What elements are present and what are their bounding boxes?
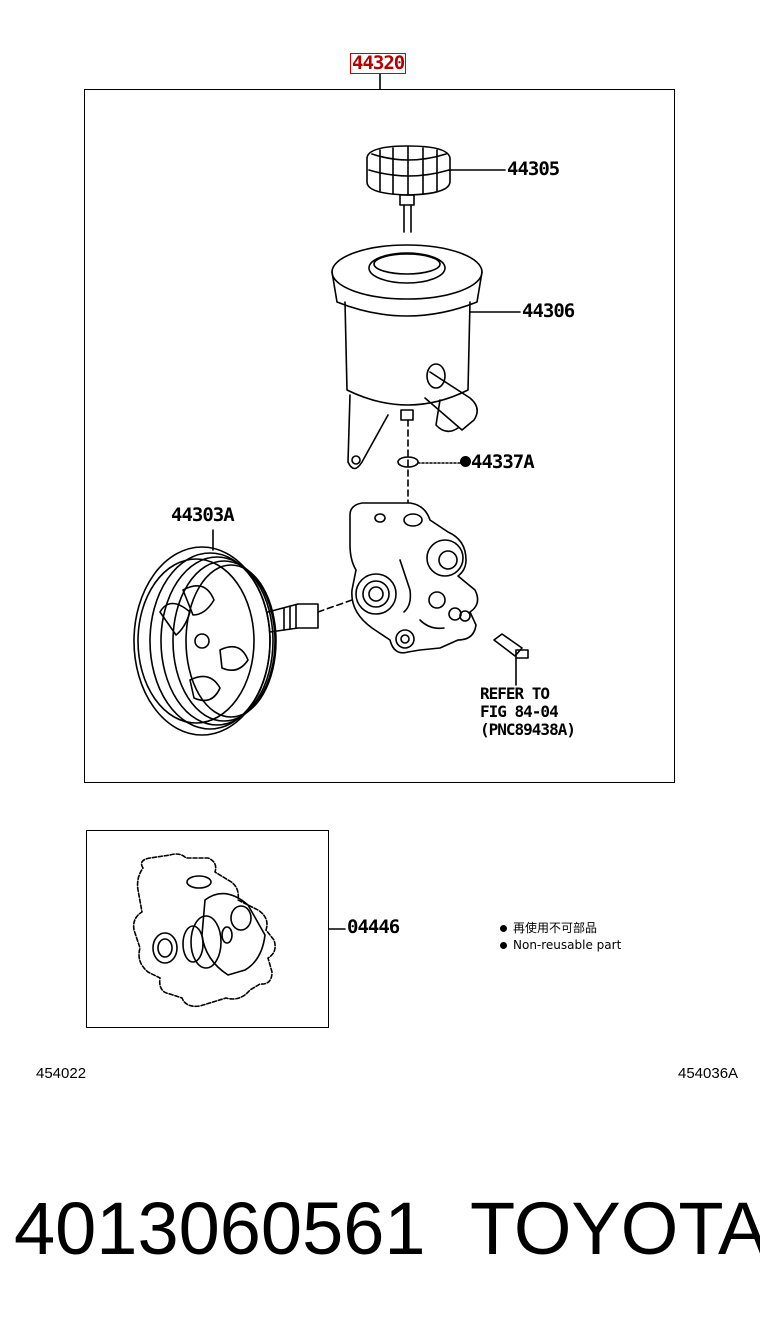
reservoir-part-number[interactable]: 44306: [522, 300, 575, 322]
legend-japanese: 再使用不可部品: [500, 922, 597, 934]
o-ring-drawing: [397, 456, 419, 468]
shaft-axis-line: [317, 599, 353, 613]
cap-part-number[interactable]: 44305: [507, 158, 560, 180]
figure-code-left: 454022: [36, 1065, 87, 1082]
reservoir-cap-drawing: [366, 145, 451, 233]
pulley-part-number[interactable]: 44303A: [171, 504, 235, 526]
gasket-kit-drawing: [132, 853, 276, 1008]
pulley-drawing: [133, 546, 319, 736]
gasket-kit-part-number[interactable]: 04446: [347, 916, 400, 938]
legend-japanese-text: 再使用不可部品: [513, 921, 598, 935]
figure-code-right: 454036A: [678, 1065, 739, 1082]
o-ring-part-number: 44337A: [471, 451, 535, 473]
footer-part-number: 4013060561: [14, 1187, 426, 1270]
legend-dot-icon: [500, 941, 507, 949]
reference-note-line-3: (PNC89438A): [480, 720, 576, 739]
pressure-switch-drawing: [493, 633, 529, 686]
footer-brand: TOYOTA: [470, 1187, 760, 1270]
reference-note-line-1: REFER TO: [480, 684, 550, 703]
o-ring-label[interactable]: 44337A: [460, 451, 535, 473]
assembly-part-number[interactable]: 44320: [350, 52, 407, 74]
legend-dot-icon: [500, 924, 507, 932]
legend-english: Non-reusable part: [500, 939, 621, 951]
reservoir-drawing: [331, 244, 483, 470]
non-reusable-marker: [460, 456, 471, 467]
pump-body-drawing: [349, 502, 479, 654]
reference-note-line-2[interactable]: FIG 84-04: [480, 702, 559, 721]
legend-english-text: Non-reusable part: [513, 938, 622, 952]
